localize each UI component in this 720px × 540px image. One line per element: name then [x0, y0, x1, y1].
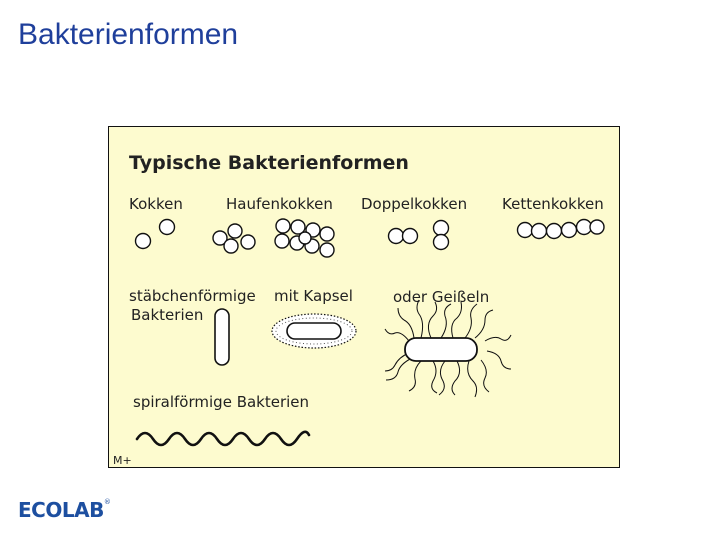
haufenkokken-illustration: [212, 218, 335, 258]
ecolab-logo: ECOLAB®: [18, 498, 111, 522]
label-geisseln: oder Geißeln: [393, 288, 489, 306]
label-staebchen-line2: Bakterien: [131, 306, 203, 324]
spiral-bacterium-illustration: [135, 430, 311, 447]
logo-text: ECOLAB: [18, 498, 104, 522]
capsule-bacterium-illustration: [271, 313, 357, 349]
label-haufenkokken: Haufenkokken: [226, 195, 333, 213]
label-doppelkokken: Doppelkokken: [361, 195, 467, 213]
rod-bacterium-illustration: [214, 308, 230, 366]
kokken-illustration: [134, 218, 176, 250]
logo-registered-mark: ®: [103, 498, 111, 506]
label-kapsel: mit Kapsel: [274, 287, 353, 305]
label-kokken: Kokken: [129, 195, 183, 213]
doppelkokken-illustration: [387, 219, 450, 251]
corner-mark: M+: [113, 454, 132, 467]
bacteria-shapes-figure: Typische Bakterienformen Kokken Haufenko…: [108, 126, 620, 468]
kettenkokken-illustration: [516, 218, 605, 240]
label-kettenkokken: Kettenkokken: [502, 195, 604, 213]
label-spiral: spiralförmige Bakterien: [133, 393, 309, 411]
figure-heading: Typische Bakterienformen: [129, 152, 409, 174]
bacteria-diagram: Typische Bakterienformen Kokken Haufenko…: [113, 152, 605, 467]
slide-title: Bakterienformen: [18, 18, 239, 51]
flagellated-bacterium-illustration: [384, 299, 512, 398]
label-staebchen-line1: stäbchenförmige: [129, 287, 256, 305]
